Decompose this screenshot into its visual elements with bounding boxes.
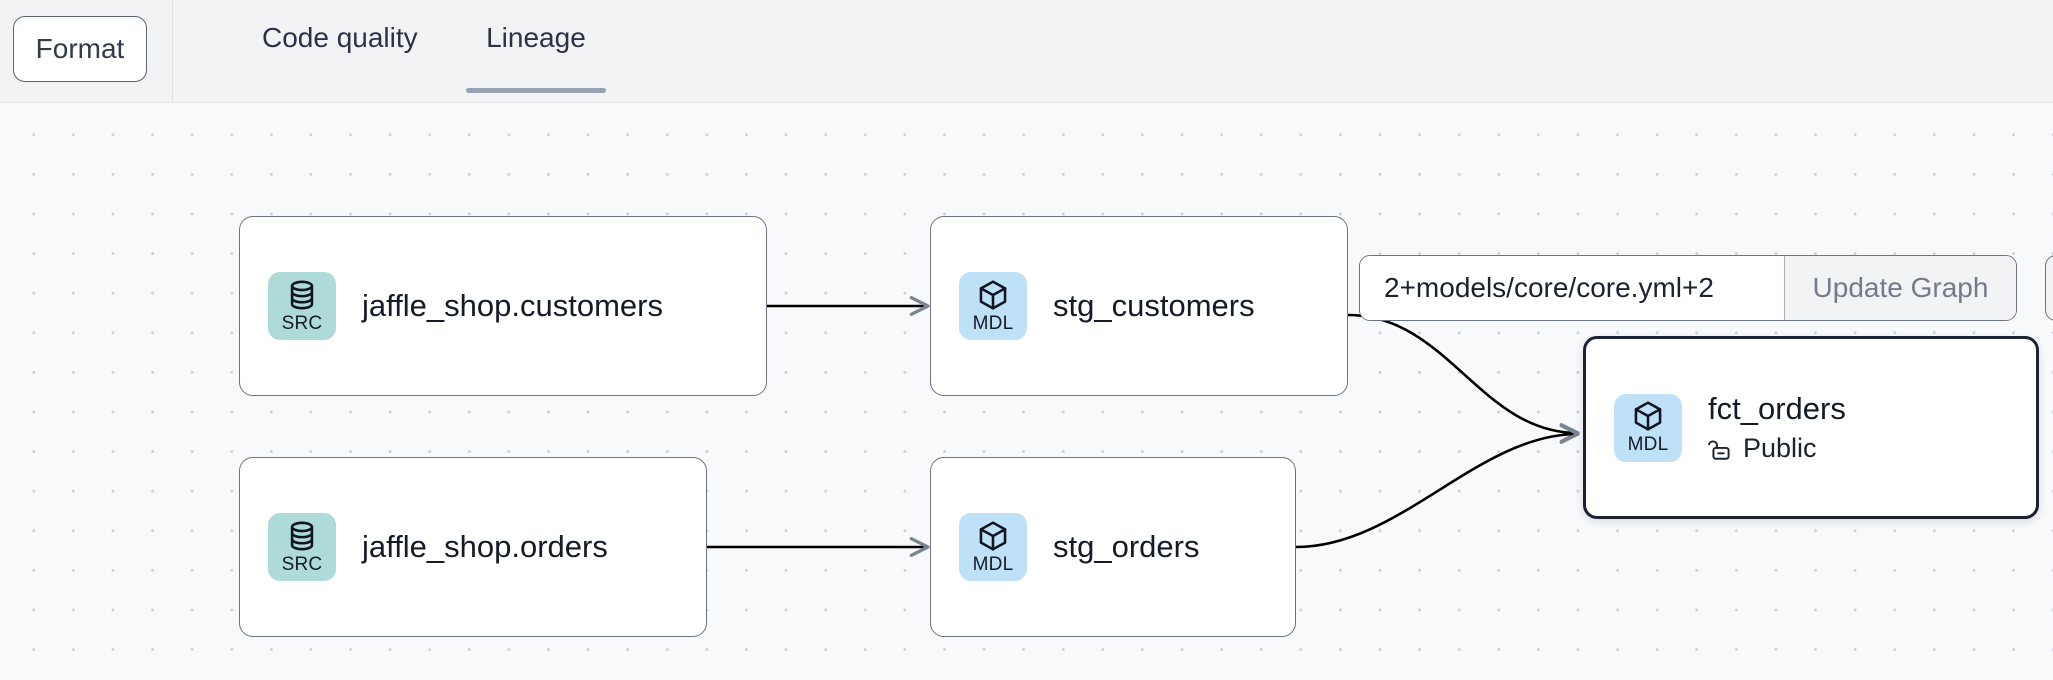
lineage-node-stg-orders[interactable]: MDL stg_orders — [930, 457, 1296, 637]
node-badge-mdl: MDL — [959, 272, 1027, 340]
toolbar-divider — [172, 0, 173, 103]
tab-code-quality-label: Code quality — [262, 22, 418, 53]
edge-stg-customers-to-fct-orders — [1347, 313, 1580, 443]
update-graph-button[interactable]: Update Graph — [1784, 256, 2016, 320]
node-body: fct_orders Public — [1708, 391, 1846, 464]
node-badge-mdl: MDL — [959, 513, 1027, 581]
graph-extra-control[interactable] — [2045, 255, 2053, 321]
tab-code-quality-underline — [242, 88, 438, 93]
node-title: stg_customers — [1053, 288, 1255, 323]
top-toolbar: Format Code quality Lineage — [0, 0, 2053, 103]
node-body: stg_orders — [1053, 529, 1199, 565]
node-badge-src: SRC — [268, 272, 336, 340]
node-badge-mdl-label: MDL — [1627, 434, 1669, 455]
unlock-icon — [1708, 440, 1730, 460]
node-body: stg_customers — [1053, 288, 1255, 324]
node-body: jaffle_shop.customers — [362, 288, 663, 324]
node-title: jaffle_shop.customers — [362, 288, 663, 323]
node-badge-mdl-label: MDL — [972, 312, 1014, 334]
node-badge-mdl: MDL — [1614, 393, 1682, 462]
graph-controls: Update Graph — [1359, 255, 2017, 321]
tab-lineage[interactable]: Lineage — [454, 0, 618, 103]
edge-stg-orders-to-fct-orders — [1295, 424, 1580, 549]
node-badge-src-label: SRC — [281, 312, 323, 334]
node-badge-src: SRC — [268, 513, 336, 581]
lineage-canvas[interactable]: SRC jaffle_shop.customers SRC jaffle_sho… — [0, 103, 2053, 680]
node-title: jaffle_shop.orders — [362, 529, 608, 564]
tab-lineage-underline — [466, 88, 606, 93]
node-title: fct_orders — [1708, 391, 1846, 426]
node-access-label: Public — [1743, 433, 1817, 463]
cube-icon — [979, 520, 1007, 551]
node-badge-mdl-label: MDL — [972, 553, 1014, 575]
node-title: stg_orders — [1053, 529, 1200, 564]
database-icon — [290, 521, 314, 550]
node-body: jaffle_shop.orders — [362, 529, 608, 565]
tab-lineage-label: Lineage — [486, 22, 586, 53]
tab-bar: Code quality Lineage — [230, 0, 618, 103]
database-icon — [290, 280, 314, 309]
cube-icon — [979, 279, 1007, 310]
graph-selector-input[interactable] — [1360, 256, 1784, 320]
cube-icon — [1634, 401, 1662, 431]
lineage-node-stg-customers[interactable]: MDL stg_customers — [930, 216, 1348, 396]
lineage-node-fct-orders[interactable]: MDL fct_orders Public — [1583, 336, 2039, 519]
format-button[interactable]: Format — [13, 16, 147, 82]
lineage-node-jaffle-shop-customers[interactable]: SRC jaffle_shop.customers — [239, 216, 767, 396]
tab-code-quality[interactable]: Code quality — [230, 0, 450, 103]
node-badge-src-label: SRC — [281, 553, 323, 575]
lineage-node-jaffle-shop-orders[interactable]: SRC jaffle_shop.orders — [239, 457, 707, 637]
node-access-badge: Public — [1708, 433, 1846, 464]
